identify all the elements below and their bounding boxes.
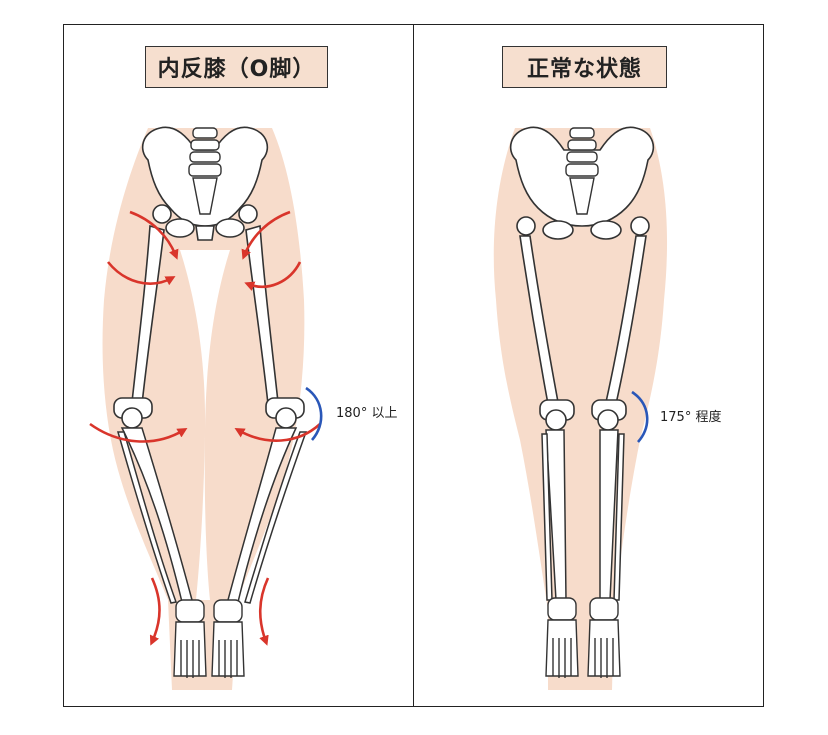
thigh-rotation-arrow-left	[106, 261, 176, 286]
ankle-rotation-arrow-left	[149, 577, 161, 646]
hip-rotation-arrow-right	[241, 210, 291, 260]
right-knee-angle-arc	[631, 390, 649, 443]
left-panel-art	[89, 126, 323, 690]
right-skin-silhouette	[493, 128, 668, 690]
left-rotation-arrows	[89, 210, 321, 646]
right-panel-title: 正常な状態	[502, 46, 667, 88]
right-feet	[545, 597, 621, 678]
left-knee-angle-label: 180° 以上	[336, 406, 398, 421]
left-panel-title: 内反膝（O脚）	[145, 46, 328, 88]
left-femur-bones	[131, 204, 279, 405]
right-knee-joints	[539, 399, 627, 431]
knee-rotation-arrow-left	[89, 422, 188, 443]
left-knee-joints	[113, 397, 305, 429]
hip-rotation-arrow-left	[129, 210, 179, 260]
ankle-rotation-arrow-right	[258, 577, 270, 646]
panel-divider	[413, 24, 414, 707]
thigh-rotation-arrow-right	[244, 261, 302, 291]
knee-rotation-arrow-right	[234, 423, 321, 442]
left-shin-bones	[117, 427, 308, 604]
right-spine	[565, 127, 599, 215]
right-knee-angle-label: 175° 程度	[660, 410, 722, 425]
left-spine	[188, 127, 222, 215]
right-panel-art	[493, 126, 668, 690]
left-feet	[173, 599, 245, 678]
left-knee-angle-arc	[305, 386, 323, 441]
